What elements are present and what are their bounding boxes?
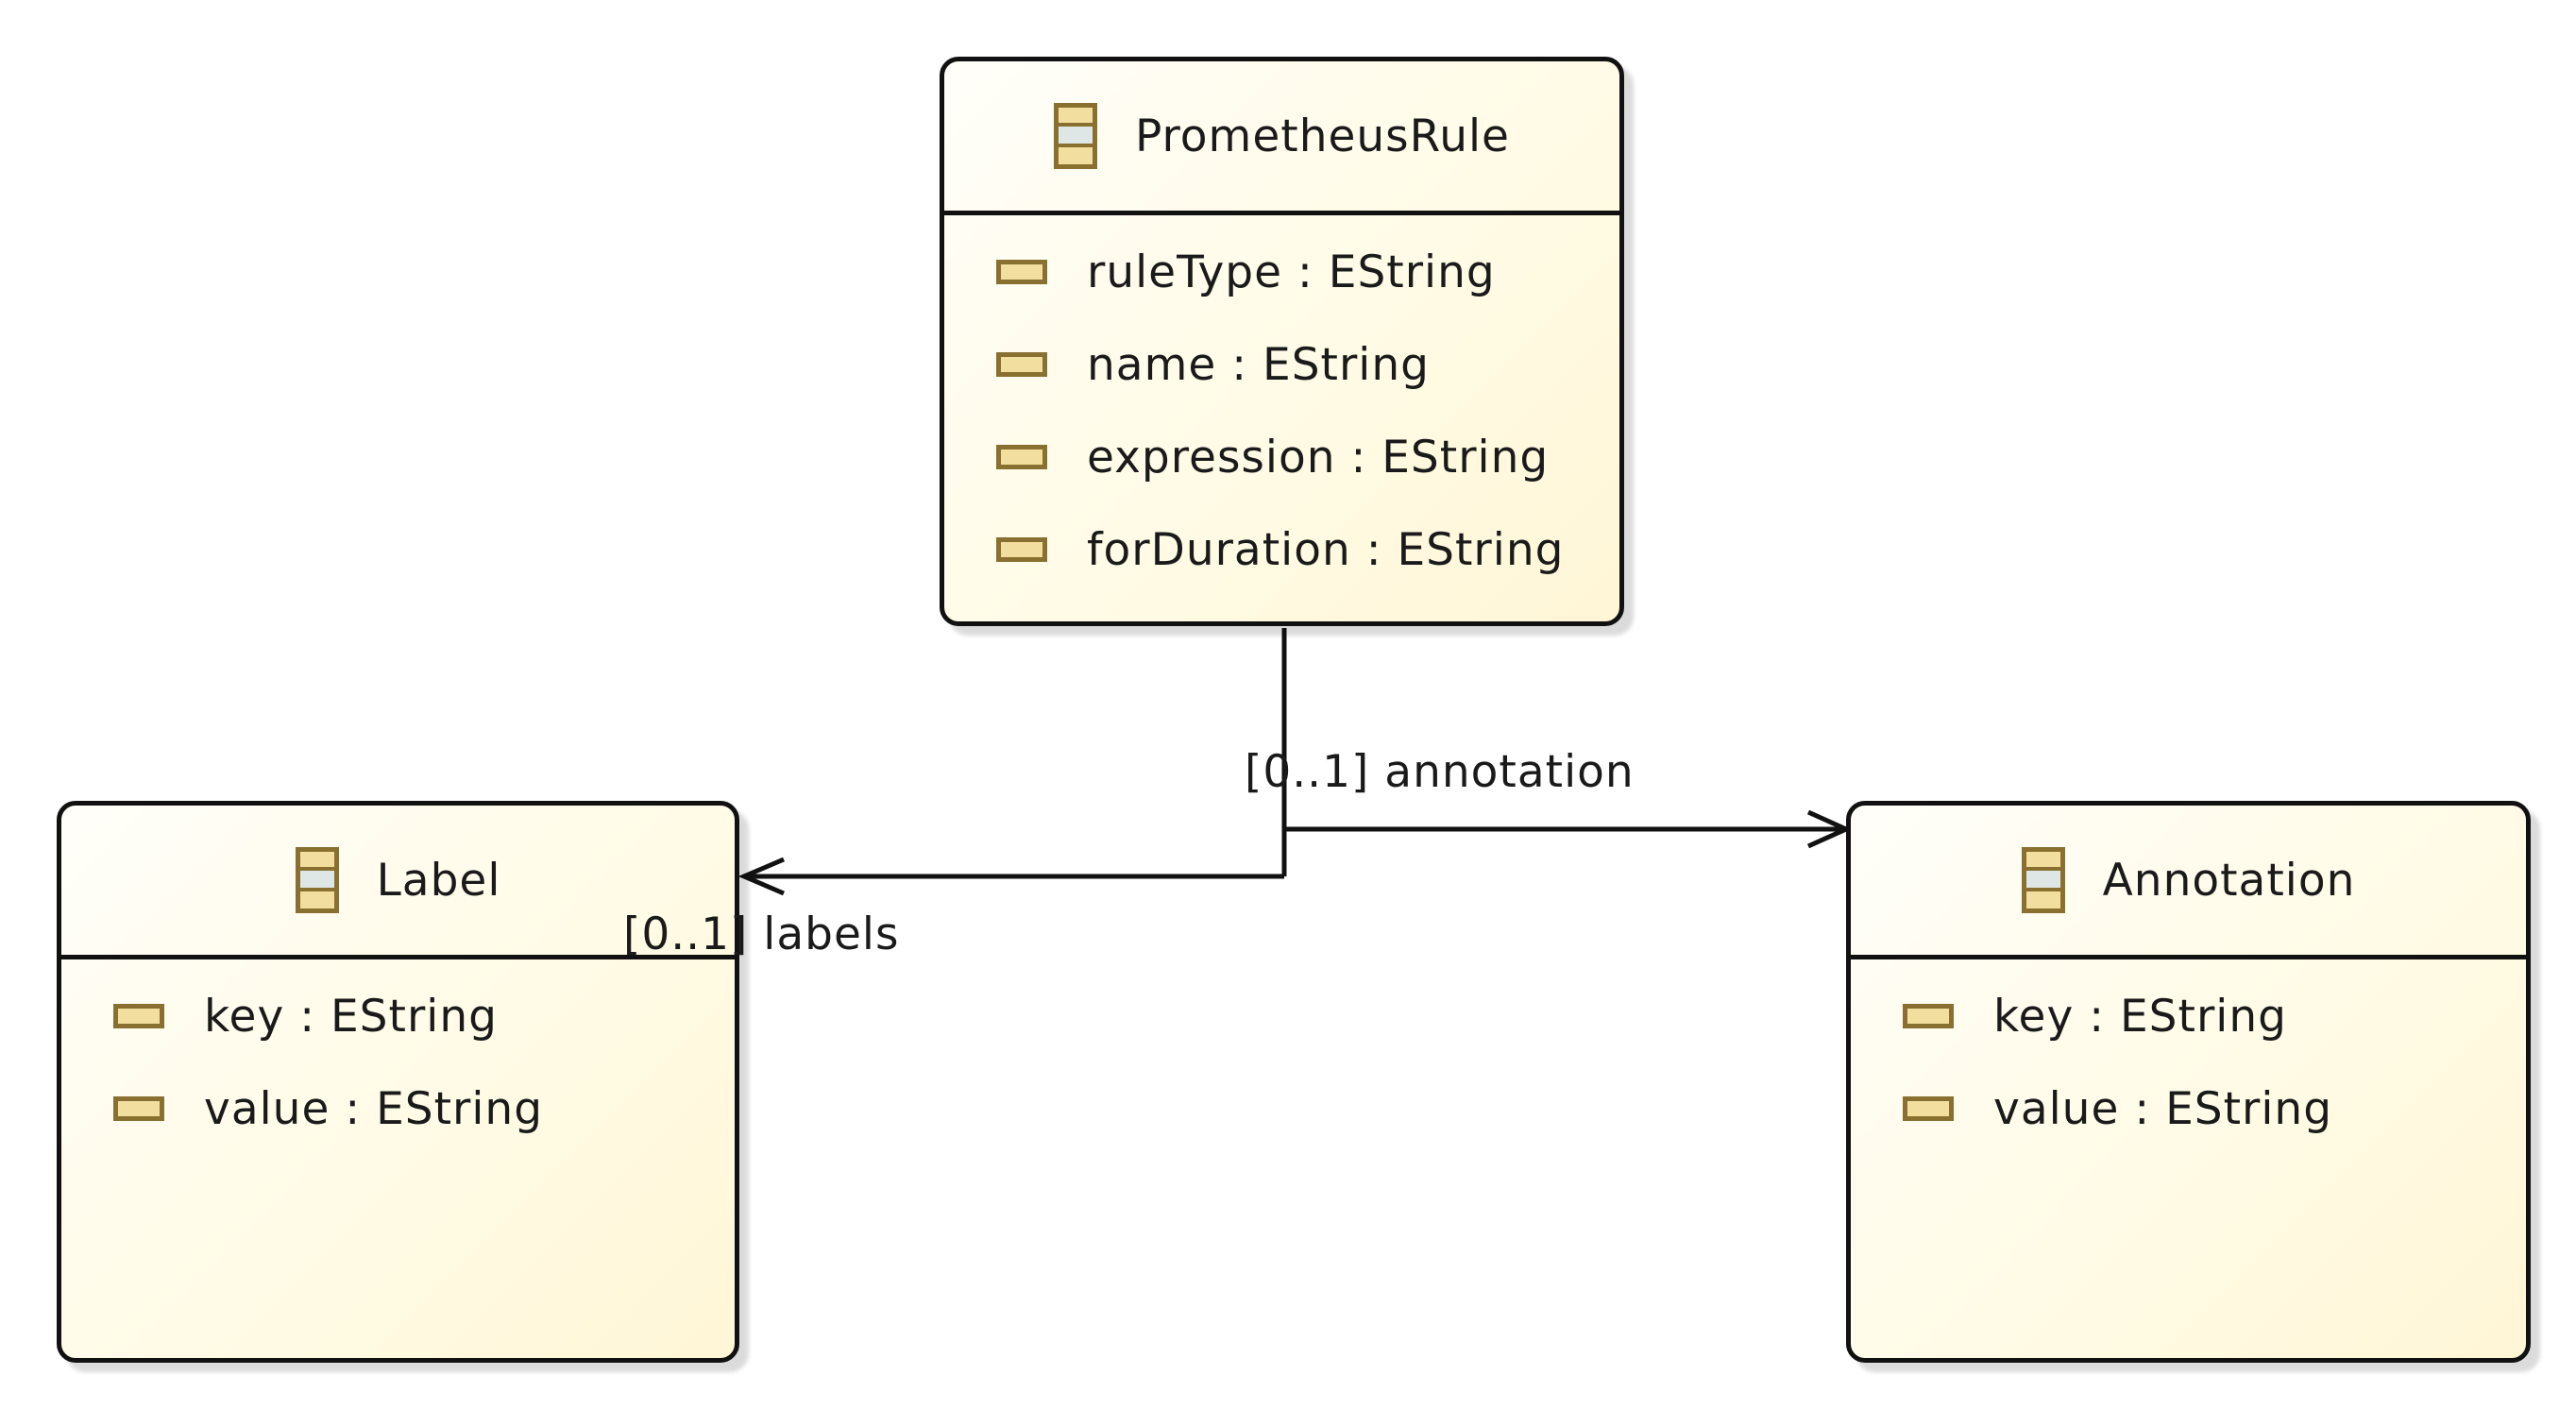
eattribute-icon: [113, 1096, 164, 1121]
attribute-label: expression : EString: [1087, 431, 1550, 484]
class-name: PrometheusRule: [1135, 110, 1510, 162]
class-label[interactable]: Label key : EString value : EString: [57, 801, 739, 1363]
class-header: PrometheusRule: [944, 61, 1619, 215]
eclass-icon: [2021, 847, 2065, 913]
eclass-icon: [295, 847, 339, 913]
attribute-row[interactable]: forDuration : EString: [944, 521, 1619, 578]
reference-label-annotation: [0..1] annotation: [1245, 746, 1635, 798]
attribute-row[interactable]: key : EString: [61, 988, 735, 1044]
attribute-list: ruleType : EString name : EString expres…: [944, 215, 1619, 621]
attribute-label: key : EString: [1993, 990, 2287, 1043]
class-name: Annotation: [2102, 854, 2356, 907]
attribute-row[interactable]: value : EString: [61, 1080, 735, 1137]
class-name: Label: [376, 854, 501, 907]
eclass-icon: [1054, 103, 1097, 169]
eattribute-icon: [996, 352, 1047, 377]
class-prometheus-rule[interactable]: PrometheusRule ruleType : EString name :…: [940, 57, 1624, 626]
attribute-label: value : EString: [1993, 1082, 2333, 1135]
eattribute-icon: [996, 537, 1047, 562]
attribute-label: forDuration : EString: [1087, 523, 1565, 576]
eattribute-icon: [1903, 1096, 1954, 1121]
attribute-list: key : EString value : EString: [1851, 959, 2526, 1358]
attribute-list: key : EString value : EString: [61, 959, 735, 1358]
class-header: Label: [61, 806, 735, 959]
reference-label-labels: [0..1] labels: [623, 908, 900, 960]
attribute-row[interactable]: ruleType : EString: [944, 244, 1619, 300]
class-header: Annotation: [1851, 806, 2526, 959]
eattribute-icon: [1903, 1004, 1954, 1028]
eattribute-icon: [996, 445, 1047, 469]
class-annotation[interactable]: Annotation key : EString value : EString: [1846, 801, 2531, 1363]
attribute-label: ruleType : EString: [1087, 246, 1496, 298]
eattribute-icon: [996, 260, 1047, 284]
attribute-label: key : EString: [204, 990, 498, 1043]
attribute-row[interactable]: value : EString: [1851, 1080, 2526, 1137]
attribute-row[interactable]: name : EString: [944, 336, 1619, 393]
attribute-row[interactable]: key : EString: [1851, 988, 2526, 1044]
attribute-label: name : EString: [1087, 338, 1430, 391]
eattribute-icon: [113, 1004, 164, 1028]
attribute-label: value : EString: [204, 1082, 544, 1135]
attribute-row[interactable]: expression : EString: [944, 429, 1619, 485]
labels-arrowhead: [737, 857, 785, 896]
